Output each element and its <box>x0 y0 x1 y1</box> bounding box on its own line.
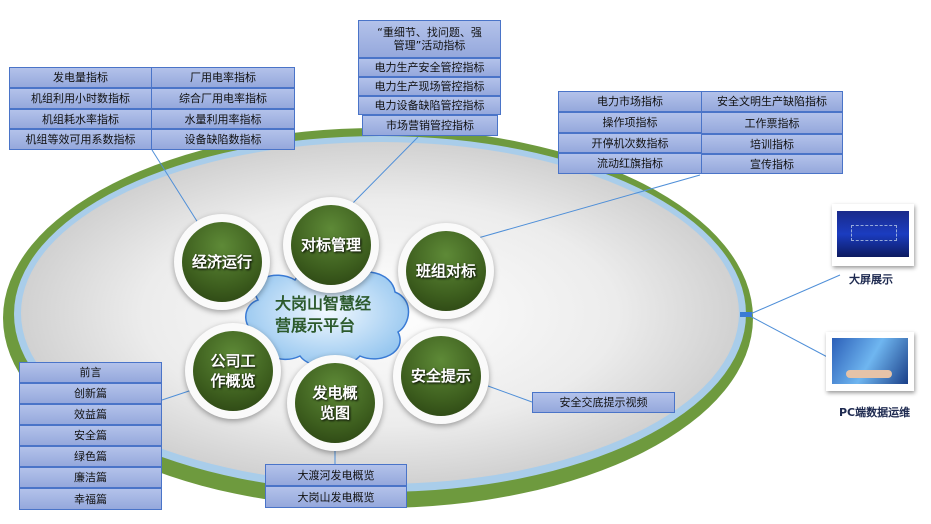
pc-image <box>826 332 914 391</box>
power-item[interactable]: 大岗山发电概览 <box>265 486 407 508</box>
platform-title-line1: 大岗山智慧经 <box>275 294 372 313</box>
module-label: 公司工作概览 <box>193 331 273 411</box>
overview-item[interactable]: 绿色篇 <box>19 446 162 467</box>
connector-lines <box>151 136 841 464</box>
overview-item[interactable]: 幸福篇 <box>19 488 162 510</box>
benchmark-item[interactable]: 电力生产安全管控指标 <box>358 58 501 77</box>
team-item[interactable]: 电力市场指标 <box>558 91 702 112</box>
overview-item[interactable]: 创新篇 <box>19 383 162 404</box>
module-label: 班组对标 <box>406 231 486 311</box>
benchmark-item[interactable]: 电力生产现场管控指标 <box>358 77 501 96</box>
module-team[interactable]: 班组对标 <box>398 223 494 319</box>
team-item[interactable]: 培训指标 <box>701 134 843 154</box>
benchmark-header[interactable]: “重细节、找问题、强 管理”活动指标 <box>358 20 501 58</box>
overview-item[interactable]: 效益篇 <box>19 404 162 425</box>
team-item[interactable]: 操作项指标 <box>558 112 702 133</box>
overview-item[interactable]: 安全篇 <box>19 425 162 446</box>
pc-label: PC端数据运维 <box>839 406 911 419</box>
benchmark-header-line1: “重细节、找问题、强 <box>377 26 482 39</box>
big-screen-image <box>832 204 914 266</box>
team-item[interactable]: 开停机次数指标 <box>558 133 702 153</box>
screen-icon <box>837 211 909 257</box>
benchmark-item[interactable]: 市场营销管控指标 <box>362 115 498 136</box>
module-label-line2: 作概览 <box>210 372 256 390</box>
module-power[interactable]: 发电概览图 <box>287 355 383 451</box>
platform-title: 大岗山智慧经 营展示平台 <box>275 293 400 337</box>
economy-item[interactable]: 综合厂用电率指标 <box>151 88 295 109</box>
laptop-icon <box>832 338 908 384</box>
module-label: 安全提示 <box>401 336 481 416</box>
module-label: 发电概览图 <box>295 363 375 443</box>
module-benchmark[interactable]: 对标管理 <box>283 197 379 293</box>
team-item[interactable]: 宣传指标 <box>701 154 843 174</box>
economy-item[interactable]: 机组耗水率指标 <box>9 109 152 129</box>
economy-item[interactable]: 水量利用率指标 <box>151 109 295 129</box>
benchmark-header-line2: 管理”活动指标 <box>393 39 466 52</box>
module-overview[interactable]: 公司工作概览 <box>185 323 281 419</box>
module-label: 对标管理 <box>291 205 371 285</box>
economy-item[interactable]: 厂用电率指标 <box>151 67 295 88</box>
module-label-line1: 公司工 <box>210 352 256 370</box>
team-item[interactable]: 流动红旗指标 <box>558 153 702 174</box>
module-label: 经济运行 <box>182 222 262 302</box>
economy-item[interactable]: 机组等效可用系数指标 <box>9 129 152 150</box>
ring-connector <box>740 312 752 317</box>
overview-item[interactable]: 前言 <box>19 362 162 383</box>
module-label-line2: 览图 <box>319 404 350 422</box>
economy-item[interactable]: 发电量指标 <box>9 67 152 88</box>
module-label-line1: 发电概 <box>312 384 358 402</box>
platform-title-line2: 营展示平台 <box>275 316 356 335</box>
economy-item[interactable]: 设备缺陷数指标 <box>151 129 295 150</box>
power-item[interactable]: 大渡河发电概览 <box>265 464 407 486</box>
team-item[interactable]: 工作票指标 <box>701 112 843 134</box>
team-item[interactable]: 安全文明生产缺陷指标 <box>701 91 843 112</box>
module-economy[interactable]: 经济运行 <box>174 214 270 310</box>
economy-item[interactable]: 机组利用小时数指标 <box>9 88 152 109</box>
overview-item[interactable]: 廉洁篇 <box>19 467 162 488</box>
benchmark-item[interactable]: 电力设备缺陷管控指标 <box>358 96 501 115</box>
big-screen-label: 大屏展示 <box>849 273 893 286</box>
safety-video-item[interactable]: 安全交底提示视频 <box>532 392 675 413</box>
module-safety[interactable]: 安全提示 <box>393 328 489 424</box>
